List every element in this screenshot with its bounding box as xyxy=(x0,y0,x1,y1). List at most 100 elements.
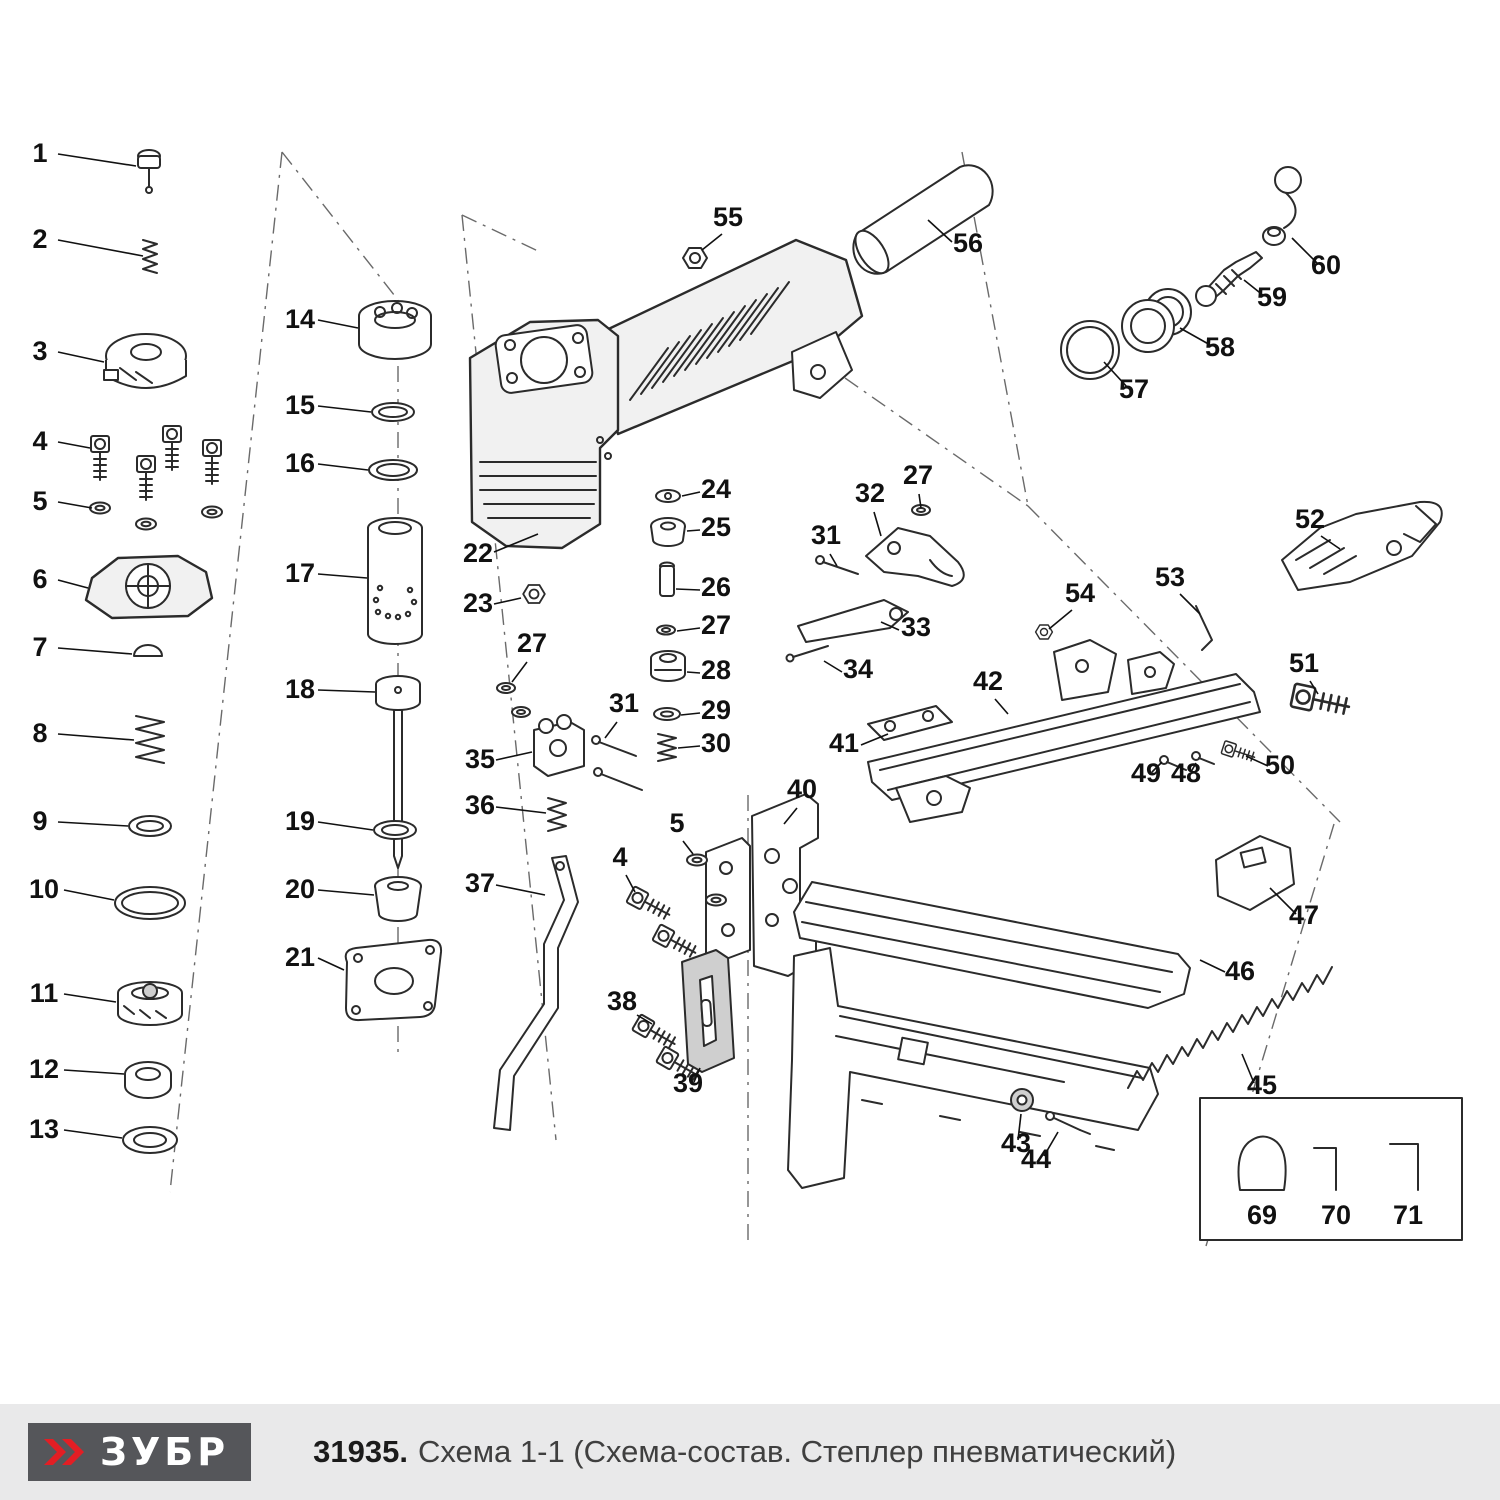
part-20-bumper xyxy=(374,876,422,922)
part-1-valve-cap xyxy=(137,149,161,194)
part-label-57-25: 57 xyxy=(1119,374,1149,404)
part-label-25-30: 25 xyxy=(701,512,731,542)
part-9-oring xyxy=(128,815,172,837)
leader-line-10-9 xyxy=(63,889,115,901)
part-54-nut xyxy=(1034,624,1054,640)
part-6-top-housing xyxy=(84,554,214,620)
part-label-53-47: 53 xyxy=(1155,562,1185,592)
leader-line-14-13 xyxy=(317,319,359,329)
part-44-pin xyxy=(1045,1111,1091,1135)
part-label-32-42: 32 xyxy=(855,478,885,508)
leader-line-27-32 xyxy=(676,627,701,632)
leader-line-43-63 xyxy=(1017,1113,1022,1141)
leader-line-30-35 xyxy=(677,745,701,749)
part-label-33-44: 33 xyxy=(901,612,931,642)
leader-line-52-48 xyxy=(1320,535,1341,550)
part-label-24-29: 24 xyxy=(701,474,731,504)
part-34-pin xyxy=(785,645,829,663)
part-label-42-50: 42 xyxy=(973,666,1003,696)
part-46-magazine-rail xyxy=(793,881,1191,1009)
part-label-71-67: 71 xyxy=(1393,1200,1423,1230)
part-label-29-34: 29 xyxy=(701,695,731,725)
part-19-oring xyxy=(373,820,417,840)
part-label-54-46: 54 xyxy=(1065,578,1095,608)
part-43-roller xyxy=(1010,1088,1034,1112)
leader-line-31-41 xyxy=(829,553,838,567)
part-label-43-63: 43 xyxy=(1001,1128,1031,1158)
footer-caption: 31935.Схема 1-1 (Схема-состав. Степлер п… xyxy=(313,1434,1176,1470)
part-label-39-59: 39 xyxy=(673,1068,703,1098)
leader-line-32-42 xyxy=(873,511,882,537)
part-label-7-6: 7 xyxy=(32,632,47,662)
leader-line-39-59 xyxy=(693,1067,701,1083)
leader-line-16-15 xyxy=(317,463,369,471)
part-51-screw xyxy=(1289,682,1353,720)
leader-line-23-22 xyxy=(493,597,522,605)
part-label-70-66: 70 xyxy=(1321,1200,1351,1230)
leader-line-51-49 xyxy=(1309,680,1319,695)
part-label-40-55: 40 xyxy=(787,774,817,804)
exploded-parts-diagram: 1234567891011121314151617181920212223555… xyxy=(29,138,1463,1247)
part-label-22-21: 22 xyxy=(463,538,493,568)
part-label-52-48: 52 xyxy=(1295,504,1325,534)
part-label-37-40: 37 xyxy=(465,868,495,898)
leader-line-25-30 xyxy=(686,529,701,532)
leader-line-55-23 xyxy=(701,233,723,251)
part-label-2-1: 2 xyxy=(32,224,47,254)
part-label-1-0: 1 xyxy=(32,138,47,168)
leader-line-56-24 xyxy=(927,219,953,243)
leader-line-31-37 xyxy=(604,721,618,739)
part-13-washer xyxy=(122,1126,178,1154)
part-41-plate xyxy=(867,705,953,741)
leader-line-27-43 xyxy=(918,493,922,509)
leader-line-22-21 xyxy=(493,533,539,553)
part-label-27-43: 27 xyxy=(903,460,933,490)
leader-line-40-55 xyxy=(783,807,798,825)
leader-line-8-7 xyxy=(57,733,135,741)
part-label-5-56: 5 xyxy=(669,808,684,838)
zubr-logo-text: ЗУБР xyxy=(100,1430,230,1474)
leader-line-4-3 xyxy=(57,441,91,449)
leader-line-3-2 xyxy=(57,351,105,363)
part-22-body-housing xyxy=(468,238,864,550)
leader-line-21-20 xyxy=(317,957,345,971)
leader-line-50-54 xyxy=(1245,755,1269,767)
leader-line-44-64 xyxy=(1043,1131,1059,1157)
accessory-69-cap xyxy=(1237,1135,1287,1191)
leader-line-57-25 xyxy=(1103,361,1129,389)
callout-layer: 1234567891011121314151617181920212223555… xyxy=(29,138,1423,1230)
part-32-trigger xyxy=(865,527,965,587)
part-label-45-62: 45 xyxy=(1247,1070,1277,1100)
part-label-35-38: 35 xyxy=(465,744,495,774)
zubr-logo: ЗУБР xyxy=(28,1423,252,1481)
part-label-18-17: 18 xyxy=(285,674,315,704)
part-label-4-3: 4 xyxy=(32,426,47,456)
part-36-spring xyxy=(547,797,567,832)
leader-line-33-44 xyxy=(880,621,900,631)
part-label-49-52: 49 xyxy=(1131,758,1161,788)
part-label-23-22: 23 xyxy=(463,588,493,618)
leader-line-5-4 xyxy=(57,501,93,509)
part-50-screw xyxy=(1220,739,1258,765)
part-5-washers xyxy=(89,501,223,531)
footer: ЗУБР 31935.Схема 1-1 (Схема-состав. Степ… xyxy=(0,1404,1500,1500)
leader-line-4-57 xyxy=(625,874,636,893)
part-7-diaphragm xyxy=(133,644,163,657)
part-label-3-2: 3 xyxy=(32,336,47,366)
leader-line-42-50 xyxy=(994,698,1009,715)
leader-line-7-6 xyxy=(57,647,133,655)
part-4-screws-b xyxy=(625,885,701,962)
part-16-oring xyxy=(368,459,418,481)
doc-number: 31935. xyxy=(313,1434,408,1469)
part-14-cylinder-head xyxy=(358,300,432,360)
leader-line-11-10 xyxy=(63,993,117,1003)
part-17-cylinder xyxy=(367,517,423,645)
leader-line-38-58 xyxy=(636,1014,653,1025)
leader-line-49-52 xyxy=(1151,761,1163,773)
part-label-21-20: 21 xyxy=(285,942,315,972)
part-label-31-37: 31 xyxy=(609,688,639,718)
leader-line-36-39 xyxy=(495,806,547,814)
part-label-27-32: 27 xyxy=(701,610,731,640)
part-31-pins-a xyxy=(591,735,643,791)
leader-line-35-38 xyxy=(495,751,533,761)
